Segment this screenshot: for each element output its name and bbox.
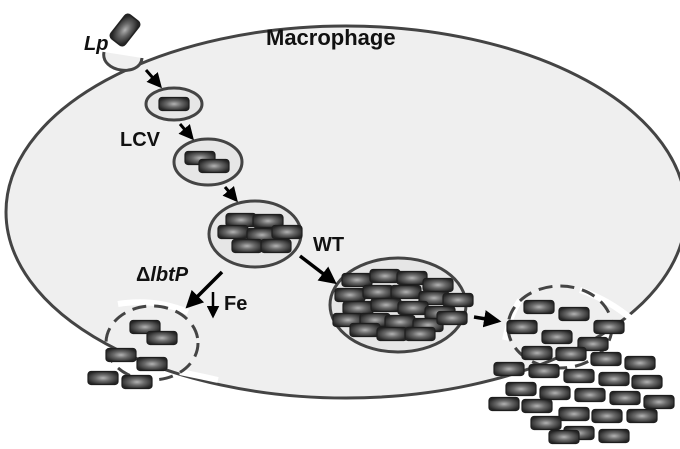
bacterium-lcv2 [198, 158, 230, 174]
arrow-release [473, 310, 502, 328]
arrow-lcv-1 [178, 123, 194, 141]
bacterium-released-wt [488, 396, 520, 412]
bacterium-released-wt [528, 363, 560, 379]
bacterium-released-wt [563, 368, 595, 384]
bacterium-wt-large [422, 277, 454, 293]
lysis-circle-mutant [104, 304, 200, 382]
entry-pocket [102, 51, 144, 72]
bacterium-lcv3 [225, 212, 257, 228]
bacterium-released-wt [558, 306, 590, 322]
bacterium-released-wt [590, 351, 622, 367]
bacteria-group [87, 96, 675, 445]
bacterium-released-wt [548, 429, 580, 445]
label-lcv: LCV [120, 129, 161, 151]
bacterium-released-wt [530, 415, 562, 431]
label-lp: Lp [84, 33, 108, 55]
bacterium-wt-large [341, 272, 373, 288]
bacterium-wt-large [384, 314, 416, 330]
bacterium-wt-large [397, 300, 429, 316]
bacterium-wt-large [436, 310, 468, 326]
bacterium-released-wt [558, 406, 590, 422]
bacterium-released-wt [591, 408, 623, 424]
bacterium-released-wt [598, 371, 630, 387]
bacterium-lcv3 [271, 224, 303, 240]
bacterium-wt-large [349, 322, 381, 338]
arrow-lcv-2 [222, 185, 238, 203]
bacterium-wt-large [370, 297, 402, 313]
delta-symbol: Δ [136, 264, 150, 286]
bacterium-released-wt [541, 329, 573, 345]
bacterium-lcv3 [252, 213, 284, 229]
arrow-mutant [185, 270, 224, 309]
bacterium-released-wt [609, 390, 641, 406]
bacterium-released-wt [626, 408, 658, 424]
bacterium-released-mutant [121, 374, 153, 390]
bacterium-released-wt [631, 374, 663, 390]
bacterium-wt-large [404, 326, 436, 342]
bacterium-wt-large [369, 268, 401, 284]
bacterium-wt-large [362, 284, 394, 300]
bacterium-released-mutant [136, 356, 168, 372]
bacterium-released-mutant [87, 370, 119, 386]
bacterium-released-mutant [146, 330, 178, 346]
bacterium-wt-large [342, 300, 374, 316]
bacterium-lcv1 [158, 96, 190, 112]
bacterium-wt-large [442, 292, 474, 308]
bacterium-released-wt [521, 345, 553, 361]
arrows [144, 69, 502, 328]
bacterium-released-mutant [129, 319, 161, 335]
bacterium-released-wt [555, 346, 587, 362]
entering-bacterium [109, 13, 141, 47]
bacterium-wt-large [334, 287, 366, 303]
label-fe: Fe [224, 293, 247, 315]
bacterium-wt-large [390, 284, 422, 300]
label-delta-lbtp: ΔlbtP [136, 264, 189, 286]
arrow-wt [298, 254, 337, 285]
bacterium-released-wt [593, 319, 625, 335]
macrophage-title: Macrophage [266, 25, 396, 50]
bacterium-released-wt [624, 355, 656, 371]
bacterium-released-wt [577, 336, 609, 352]
label-wt: WT [313, 234, 344, 256]
bacterium-released-wt [598, 428, 630, 444]
bacterium-wt-large [376, 326, 408, 342]
bacterium-released-wt [506, 319, 538, 335]
bacterium-released-wt [521, 398, 553, 414]
label-lbtp: lbtP [150, 264, 188, 286]
bacterium-released-wt [523, 299, 555, 315]
bacterium-released-wt [539, 385, 571, 401]
bacterium-lcv3 [231, 238, 263, 254]
bacterium-released-wt [574, 387, 606, 403]
bacterium-released-wt [643, 394, 675, 410]
bacterium-lcv3 [260, 238, 292, 254]
arrow-entry [144, 69, 162, 89]
bacterium-released-wt [505, 381, 537, 397]
bacterium-released-wt [493, 361, 525, 377]
bacterium-released-mutant [105, 347, 137, 363]
bacterium-lcv3 [217, 224, 249, 240]
